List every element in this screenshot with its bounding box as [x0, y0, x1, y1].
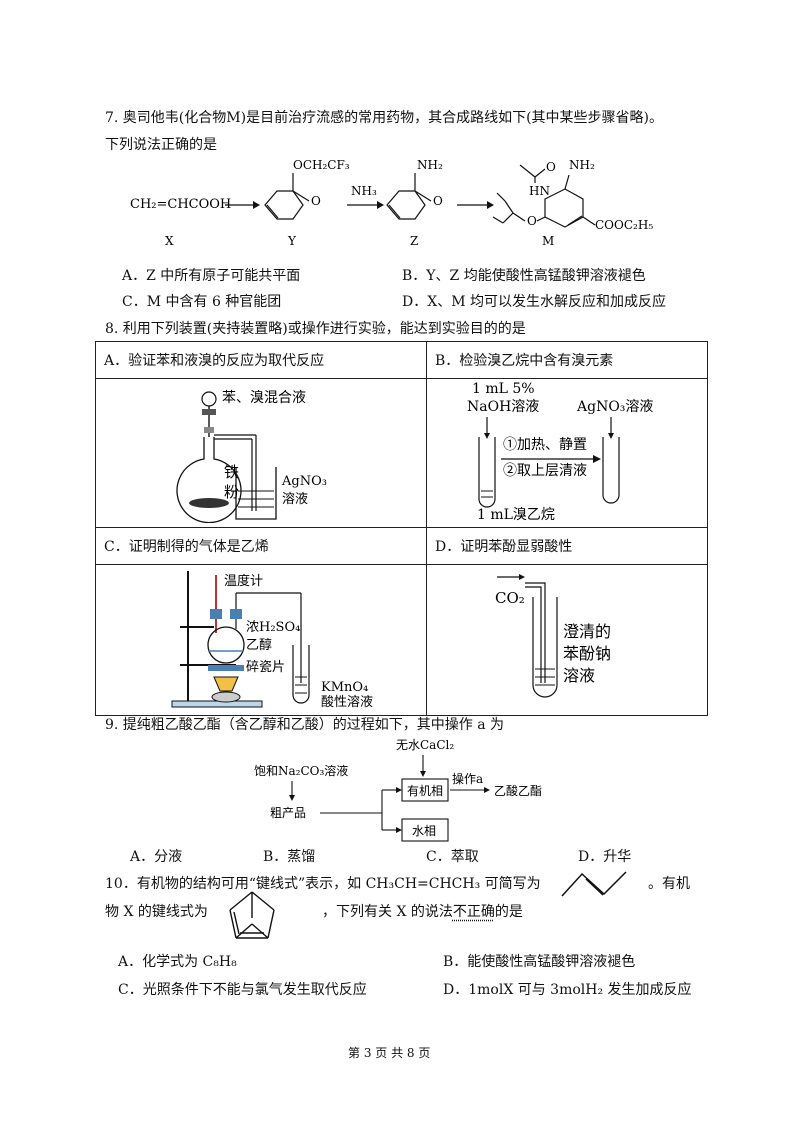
q8-b-naoh2: NaOH溶液	[467, 399, 539, 415]
q10-stem-line2b: ，下列有关 X 的说法不正确的是	[322, 901, 523, 921]
q7-option-c: C．M 中含有 6 种官能团	[122, 294, 282, 310]
q8-b-agno3: AgNO₃溶液	[576, 399, 653, 415]
q7-label-m: M	[542, 234, 554, 248]
q8-d-s1: 澄清的	[563, 622, 611, 641]
q8-cell-d-title: D．证明苯酚显弱酸性	[426, 527, 708, 565]
q9-crude: 粗产品	[270, 806, 306, 820]
q7-stem-line2: 下列说法正确的是	[105, 137, 217, 153]
q10-stem-line2a: 物 X 的键线式为	[105, 904, 208, 920]
q7-y-substituent: OCH₂CF₃	[293, 158, 350, 172]
q7-nh3: NH₃	[351, 184, 377, 198]
q9-option-a: A．分液	[130, 849, 183, 865]
q7-stem-line1: 7. 奥司他韦(化合物M)是目前治疗流感的常用药物，其合成路线如下(其中某些步骤…	[105, 110, 663, 126]
q8-cell-a-figure: 苯、溴混合液 铁 粉 AgNO₃ 溶液	[95, 378, 427, 528]
q8-c-thermo: 温度计	[224, 573, 263, 589]
q10-option-c: C．光照条件下不能与氯气发生取代反应	[118, 982, 367, 998]
q7-m-ether-o: O	[527, 214, 537, 228]
q8-apparatus-table: A．验证苯和液溴的反应为取代反应 B．检验溴乙烷中含有溴元素 苯、溴混合液	[95, 341, 708, 716]
q8-cell-b-title: B．检验溴乙烷中含有溴元素	[426, 341, 708, 379]
q8-b-naoh1: 1 mL 5%	[472, 381, 535, 397]
q7-option-d: D．X、M 均可以发生水解反应和加成反应	[402, 294, 666, 310]
q7-m-nh2: NH₂	[569, 158, 595, 172]
q10-stem-line1a: 10．有机物的结构可用“键线式”表示，如 CH₃CH=CHCH₃ 可简写为	[105, 876, 541, 892]
q7-option-a: A．Z 中所有原子可能共平面	[122, 268, 301, 284]
q7-m-ester: COOC₂H₅	[595, 218, 653, 232]
q10-stem-line2b-text: ，下列有关 X 的说法	[322, 904, 453, 920]
q9-op: 操作a	[452, 771, 483, 786]
q10-option-b: B．能使酸性高锰酸钾溶液褪色	[443, 954, 636, 970]
q8-c-h2so4: 浓H₂SO₄	[246, 620, 300, 635]
q9-option-d: D．升华	[578, 849, 632, 865]
q7-synthesis-scheme: CH₂=CHCOOH OCH₂CF₃ O NH₃ NH₂ O O HN NH₂ …	[130, 158, 653, 248]
q7-label-z: Z	[410, 234, 418, 248]
q8-b-step1: ①加热、静置	[503, 437, 587, 453]
q8-apparatus-d-image: CO₂ 澄清的 苯酚钠 溶液	[495, 574, 611, 698]
q7-y-oxygen: O	[311, 194, 321, 208]
q9-organic: 有机相	[407, 784, 443, 798]
q7-z-oxygen: O	[433, 194, 443, 208]
q8-d-s3: 溶液	[563, 666, 595, 685]
q10-stem-line2d: 的是	[494, 904, 523, 920]
q10-x-skeletal	[229, 891, 275, 939]
q8-cell-b-figure: 1 mL 5% NaOH溶液 AgNO₃溶液 ①加热、静置 ②取上层清液 1 m…	[426, 378, 708, 528]
q8-apparatus-b-image: 1 mL 5% NaOH溶液 AgNO₃溶液 ①加热、静置 ②取上层清液 1 m…	[467, 381, 653, 523]
q9-na2co3: 饱和Na₂CO₃溶液	[254, 763, 348, 778]
q8-apparatus-a-image: 苯、溴混合液 铁 粉 AgNO₃ 溶液	[176, 389, 327, 524]
q7-label-y: Y	[287, 234, 297, 248]
q7-option-b: B．Y、Z 均能使酸性高锰酸钾溶液褪色	[402, 268, 646, 284]
q7-label-x: X	[165, 234, 174, 248]
q10-option-d: D．1molX 可与 3molH₂ 发生加成反应	[443, 982, 692, 998]
q8-a-mix-label: 苯、溴混合液	[222, 389, 306, 406]
q8-c-shards: 碎瓷片	[246, 660, 285, 675]
q8-a-iron1: 铁	[224, 463, 239, 481]
q9-option-c: C．萃取	[426, 849, 479, 865]
q8-a-soln: 溶液	[282, 492, 308, 507]
q9-option-b: B．蒸馏	[263, 849, 316, 865]
q9-product: 乙酸乙酯	[494, 783, 542, 798]
q8-d-s2: 苯酚钠	[563, 644, 611, 663]
q7-m-carbonyl-o: O	[546, 160, 556, 174]
q8-c-acidic: 酸性溶液	[321, 695, 373, 710]
q7-z-substituent: NH₂	[417, 158, 443, 172]
q10-option-a: A．化学式为 C₈H₈	[118, 954, 237, 970]
q7-x-formula: CH₂=CHCOOH	[130, 197, 231, 212]
page-footer: 第 3 页 共 8 页	[348, 1046, 431, 1060]
q8-apparatus-c-image: 温度计 浓H₂SO₄ 乙醇 碎瓷片 KMnO₄ 酸	[171, 571, 373, 710]
q9-water: 水相	[412, 824, 436, 838]
q8-cell-d-figure: CO₂ 澄清的 苯酚钠 溶液	[426, 564, 708, 716]
q8-cell-c-figure: 温度计 浓H₂SO₄ 乙醇 碎瓷片 KMnO₄ 酸	[95, 564, 427, 716]
q8-b-bromo: 1 mL溴乙烷	[477, 507, 555, 523]
q7-m-hn: HN	[529, 184, 550, 198]
q8-cell-c-title: C．证明制得的气体是乙烯	[95, 527, 427, 565]
q8-cell-a-title: A．验证苯和液溴的反应为取代反应	[95, 341, 427, 379]
q8-stem: 8. 利用下列装置(夹持装置略)或操作进行实验，能达到实验目的的是	[105, 321, 526, 337]
q10-butene-skeletal	[561, 871, 627, 897]
q8-a-iron2: 粉	[224, 483, 239, 501]
q9-cacl2: 无水CaCl₂	[396, 738, 454, 752]
q8-c-kmno4: KMnO₄	[321, 680, 368, 695]
q8-b-step2: ②取上层清液	[503, 463, 587, 479]
q9-flow-diagram: 无水CaCl₂ 饱和Na₂CO₃溶液 粗产品 有机相 水相 操作a 乙酸乙酯	[254, 738, 542, 842]
q8-c-ethanol: 乙醇	[246, 637, 272, 653]
q10-stem-line1b: 。有机	[648, 876, 690, 892]
q9-stem: 9. 提纯粗乙酸乙酯（含乙醇和乙酸）的过程如下，其中操作 a 为	[105, 717, 505, 733]
q10-not-correct: 不正确	[452, 904, 495, 920]
q8-d-co2: CO₂	[495, 589, 525, 607]
q8-a-agno3: AgNO₃	[281, 474, 327, 489]
